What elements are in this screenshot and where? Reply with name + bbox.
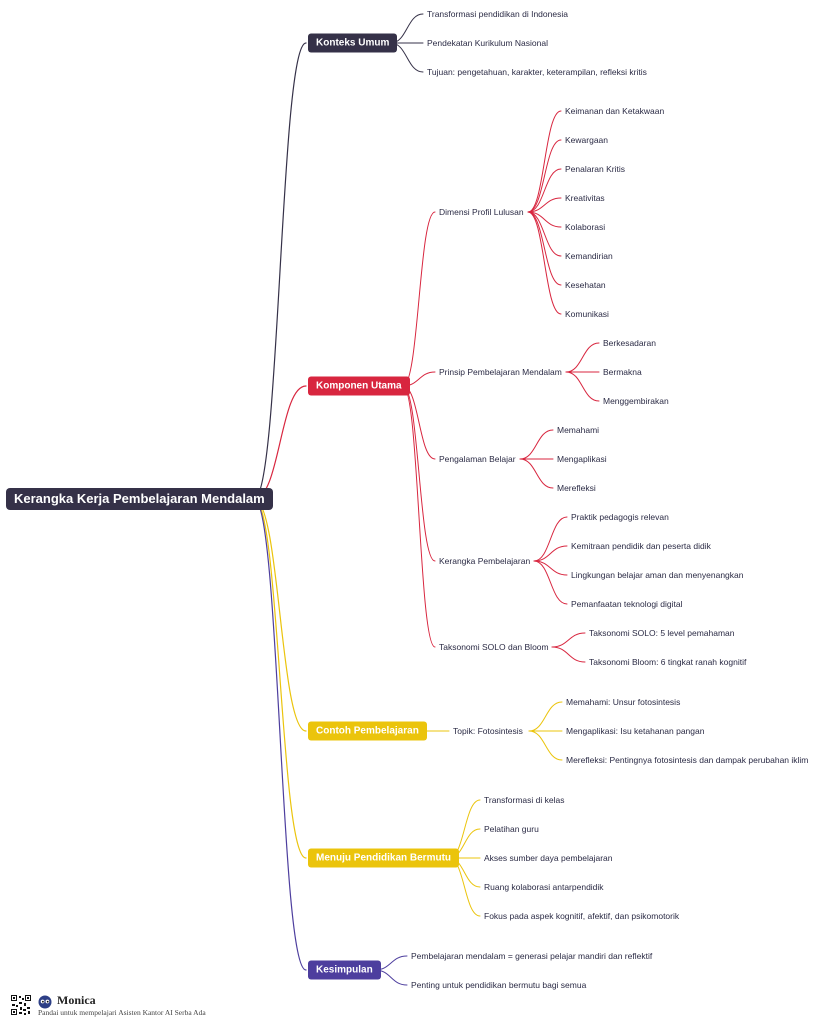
prinsip-pembelajaran[interactable]: Prinsip Pembelajaran Mendalam — [439, 367, 562, 377]
pengalaman-item[interactable]: Merefleksi — [557, 483, 596, 493]
komponen-link — [402, 211, 436, 387]
dimensi-link — [527, 139, 562, 213]
kerangka-link — [533, 516, 568, 562]
root-link — [253, 42, 307, 500]
kerangka-link — [533, 545, 568, 562]
brand-tagline: Pandai untuk mempelajari Asisten Kantor … — [38, 1008, 206, 1017]
dimensi-item[interactable]: Kreativitas — [565, 193, 605, 203]
taksonomi-item[interactable]: Taksonomi SOLO: 5 level pemahaman — [589, 628, 735, 638]
menuju-item[interactable]: Ruang kolaborasi antarpendidik — [484, 882, 604, 892]
taksonomi-link — [551, 632, 586, 648]
menuju-item[interactable]: Pelatihan guru — [484, 824, 539, 834]
dimensi-item[interactable]: Komunikasi — [565, 309, 609, 319]
dimensi-link — [527, 211, 562, 286]
pengalaman-link — [519, 458, 554, 489]
pengalaman-item[interactable]: Mengaplikasi — [557, 454, 607, 464]
qr-code-icon — [10, 994, 32, 1016]
kerangka-item[interactable]: Kemitraan pendidik dan peserta didik — [571, 541, 711, 551]
topik-fotosintesis[interactable]: Topik: Fotosintesis — [453, 726, 523, 736]
dimensi-profil-lulusan[interactable]: Dimensi Profil Lulusan — [439, 207, 524, 217]
menuju-item[interactable]: Fokus pada aspek kognitif, afektif, dan … — [484, 911, 680, 921]
prinsip-item[interactable]: Bermakna — [603, 367, 642, 377]
taksonomi-item[interactable]: Taksonomi Bloom: 6 tingkat ranah kogniti… — [589, 657, 747, 667]
footer-watermark: Monica Pandai untuk mempelajari Asisten … — [10, 993, 310, 1019]
branch-komponen-utama[interactable]: Komponen Utama — [308, 376, 410, 396]
menuju-item[interactable]: Transformasi di kelas — [484, 795, 565, 805]
monica-logo-icon — [38, 995, 52, 1009]
kesimpulan-item[interactable]: Penting untuk pendidikan bermutu bagi se… — [411, 980, 587, 990]
branch-menuju-pendidikan-bermutu[interactable]: Menuju Pendidikan Bermutu — [308, 848, 460, 868]
dimensi-link — [527, 110, 562, 213]
root-link — [253, 498, 307, 732]
dimensi-item[interactable]: Keimanan dan Ketakwaan — [565, 106, 665, 116]
konteks-item[interactable]: Tujuan: pengetahuan, karakter, keterampi… — [427, 67, 647, 77]
brand-name: Monica — [57, 993, 96, 1007]
branch-konteks-umum[interactable]: Konteks Umum — [308, 33, 398, 53]
kerangka-item[interactable]: Lingkungan belajar aman dan menyenangkan — [571, 570, 744, 580]
dimensi-link — [527, 168, 562, 213]
branch-contoh-pembelajaran[interactable]: Contoh Pembelajaran — [308, 721, 427, 741]
dimensi-link — [527, 211, 562, 315]
dimensi-item[interactable]: Kemandirian — [565, 251, 613, 261]
topik-item[interactable]: Memahami: Unsur fotosintesis — [566, 697, 681, 707]
dimensi-item[interactable]: Kolaborasi — [565, 222, 606, 232]
root-link — [253, 498, 307, 859]
prinsip-item[interactable]: Menggembirakan — [603, 396, 669, 406]
topik-link — [528, 701, 563, 732]
prinsip-item[interactable]: Berkesadaran — [603, 338, 656, 348]
kerangka-link — [533, 560, 568, 605]
taksonomi-solo-bloom[interactable]: Taksonomi SOLO dan Bloom — [439, 642, 549, 652]
dimensi-item[interactable]: Kesehatan — [565, 280, 606, 290]
dimensi-item[interactable]: Penalaran Kritis — [565, 164, 626, 174]
taksonomi-link — [551, 646, 586, 663]
topik-item[interactable]: Mengaplikasi: Isu ketahanan pangan — [566, 726, 705, 736]
topik-link — [528, 730, 563, 761]
topik-item[interactable]: Merefleksi: Pentingnya fotosintesis dan … — [566, 755, 809, 765]
pengalaman-belajar[interactable]: Pengalaman Belajar — [439, 454, 516, 464]
komponen-link — [402, 385, 436, 562]
pengalaman-link — [519, 429, 554, 460]
menuju-item[interactable]: Akses sumber daya pembelajaran — [484, 853, 613, 863]
prinsip-link — [565, 371, 600, 402]
komponen-link — [402, 385, 436, 648]
konteks-item[interactable]: Transformasi pendidikan di Indonesia — [427, 9, 568, 19]
branch-kesimpulan[interactable]: Kesimpulan — [308, 960, 381, 980]
kerangka-pembelajaran[interactable]: Kerangka Pembelajaran — [439, 556, 531, 566]
kesimpulan-item[interactable]: Pembelajaran mendalam = generasi pelajar… — [411, 951, 653, 961]
kerangka-item[interactable]: Pemanfaatan teknologi digital — [571, 599, 683, 609]
root-link — [253, 498, 307, 971]
kerangka-item[interactable]: Praktik pedagogis relevan — [571, 512, 669, 522]
dimensi-item[interactable]: Kewargaan — [565, 135, 609, 145]
prinsip-link — [565, 342, 600, 373]
dimensi-link — [527, 197, 562, 213]
root-node[interactable]: Kerangka Kerja Pembelajaran Mendalam — [6, 488, 273, 510]
konteks-item[interactable]: Pendekatan Kurikulum Nasional — [427, 38, 548, 48]
pengalaman-item[interactable]: Memahami — [557, 425, 600, 435]
